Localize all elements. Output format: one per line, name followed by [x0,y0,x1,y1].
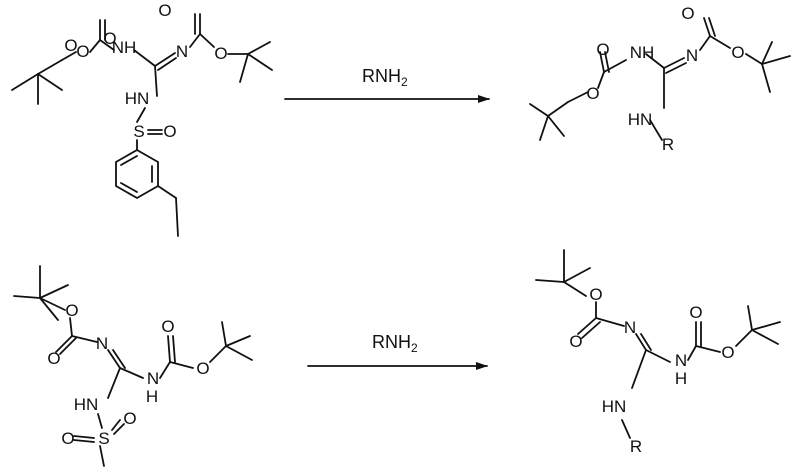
atom-hn: HN [125,89,150,108]
atom-hn: HN [628,110,653,129]
reactant-2-mesyl-guanidine: O O N N H O O HN S O O [13,265,253,467]
atom-r: R [662,135,674,154]
atom-n: N [624,318,636,337]
reactant-1-tosyl-guanidine: O O NH O N O HN S O O [11,1,273,237]
atom-o: O [721,343,734,362]
atom-o: O [123,409,136,428]
atom-n: N [176,42,188,61]
atom-o: O [65,301,78,320]
reaction-arrow-2: RNH2 [307,332,488,370]
atom-n: N [147,369,159,388]
product-2-guanidine: O O N N H O O HN R [535,249,781,456]
reagent-label-2: RNH2 [372,332,418,355]
atom-o: O [681,4,694,23]
atom-n: N [675,351,687,370]
atom-o: O [689,303,702,322]
atom-o: O [589,285,602,304]
atom-o: O [731,43,744,62]
atom-o: O [196,359,209,378]
atom-o: O [103,29,116,48]
atom-nh: NH [630,43,655,62]
atom-nh: NH [112,38,137,57]
product-1-guanidine: O O NH O N O HN R [529,4,791,154]
atom-o: O [569,332,582,351]
reaction-arrow-1: RNH2 [284,66,490,103]
atom-o: O [163,122,176,141]
atom-n: N [686,46,698,65]
atom-s: S [98,429,109,448]
atom-s: S [133,122,144,141]
atom-hn: HN [74,395,99,414]
atom-o: O [61,429,74,448]
atom-o: O [158,1,171,20]
reagent-label-1: RNH2 [362,66,408,89]
atom-o: O [214,44,227,63]
atom-o: O [586,84,599,103]
atom-n: N [96,334,108,353]
atom-o: O [161,317,174,336]
atom-o: O [64,36,77,55]
atom-h: H [675,369,687,388]
atom-o: O [47,349,60,368]
atom-h: H [146,387,158,406]
atom-hn: HN [602,397,627,416]
atom-o: O [596,40,609,59]
atom-r: R [630,437,642,456]
atom-o: O [76,42,89,61]
